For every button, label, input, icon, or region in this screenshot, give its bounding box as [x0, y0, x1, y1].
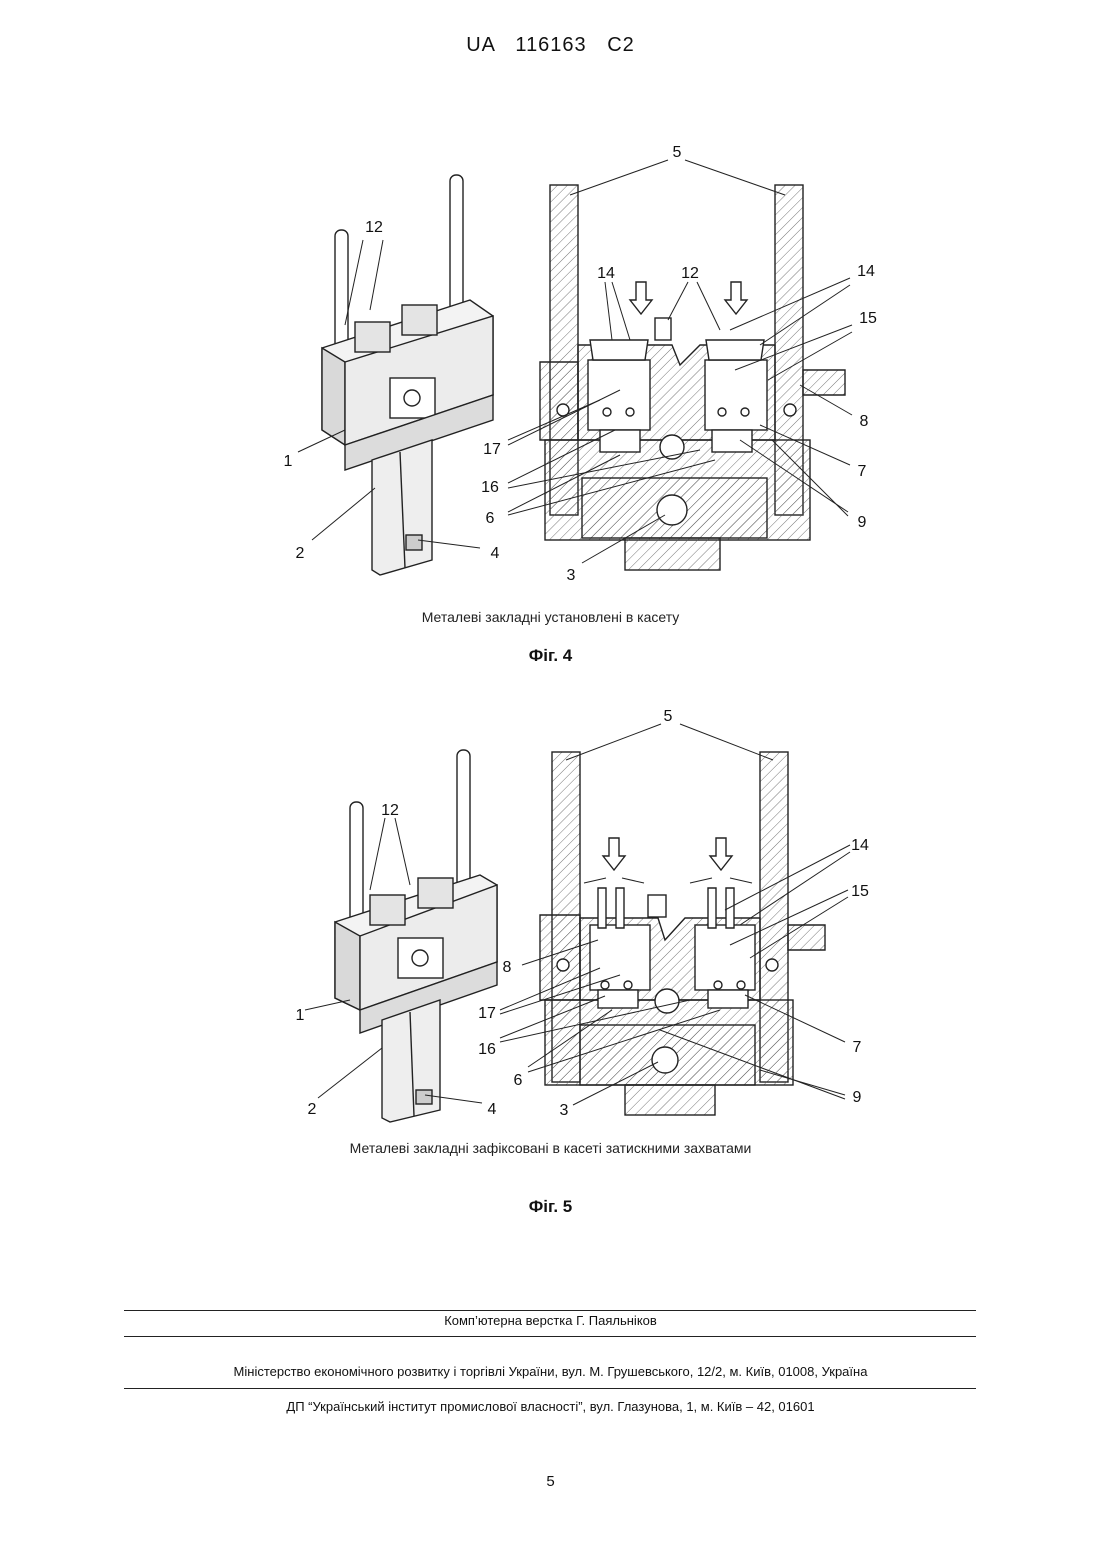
fig4-label-4: 4	[491, 545, 500, 562]
figure-5-title: Фіг. 5	[0, 1197, 1101, 1217]
fig5-label-9: 9	[853, 1089, 862, 1106]
fig4-label-15: 15	[859, 310, 877, 327]
fig5-label-16: 16	[478, 1041, 496, 1058]
fig5-label-14: 14	[851, 837, 869, 854]
fig5-cross-section	[540, 752, 825, 1115]
fig4-label-5: 5	[673, 144, 682, 161]
figure-4-drawing: 12 1 2 4 5 14 12 14 15 8 17 7 16 6 9 3	[0, 0, 1101, 700]
fig4-label-12-left: 12	[365, 219, 383, 236]
ministry-address: Міністерство економічного розвитку і тор…	[0, 1364, 1101, 1379]
typesetting-credit: Комп’ютерна верстка Г. Паяльніков	[0, 1313, 1101, 1328]
figure-5-caption: Металеві закладні зафіксовані в касеті з…	[0, 1140, 1101, 1156]
figure-4: 12 1 2 4 5 14 12 14 15 8 17 7 16 6 9 3 М…	[0, 0, 1101, 700]
fig5-label-5: 5	[664, 708, 673, 725]
fig4-label-12: 12	[681, 265, 699, 282]
fig4-label-7: 7	[858, 463, 867, 480]
figure-5-drawing: 12 1 2 4 5 14 15 8 17 16 7 6 9 3	[0, 700, 1101, 1240]
fig5-label-2: 2	[308, 1101, 317, 1118]
fig4-perspective-view	[322, 175, 493, 575]
fig5-label-7: 7	[853, 1039, 862, 1056]
footer-rule-middle	[124, 1336, 976, 1337]
fig5-label-3: 3	[560, 1102, 569, 1119]
fig4-label-17: 17	[483, 441, 501, 458]
fig5-clamp-arrows	[584, 878, 752, 883]
fig5-label-6: 6	[514, 1072, 523, 1089]
fig4-label-3: 3	[567, 567, 576, 584]
fig5-label-15: 15	[851, 883, 869, 900]
footer-rule-top	[124, 1310, 976, 1311]
fig4-label-6: 6	[486, 510, 495, 527]
fig4-label-2: 2	[296, 545, 305, 562]
fig4-label-8: 8	[860, 413, 869, 430]
fig5-label-12: 12	[381, 802, 399, 819]
fig5-label-17: 17	[478, 1005, 496, 1022]
institute-address: ДП “Український інститут промислової вла…	[0, 1399, 1101, 1414]
fig4-cross-section	[540, 185, 845, 570]
figure-4-title: Фіг. 4	[0, 646, 1101, 666]
fig4-label-1: 1	[284, 453, 293, 470]
figure-4-caption: Металеві закладні установлені в касету	[0, 609, 1101, 625]
page-number: 5	[0, 1473, 1101, 1490]
figure-5: 12 1 2 4 5 14 15 8 17 16 7 6 9 3 Металев…	[0, 700, 1101, 1240]
fig5-label-8: 8	[503, 959, 512, 976]
fig5-label-4: 4	[488, 1101, 497, 1118]
fig4-label-16: 16	[481, 479, 499, 496]
fig4-push-arrows	[630, 282, 747, 314]
fig4-label-14-left: 14	[597, 265, 615, 282]
footer-rule-bottom	[124, 1388, 976, 1389]
fig5-push-arrows	[603, 838, 732, 870]
fig5-label-1: 1	[296, 1007, 305, 1024]
fig4-label-14-right: 14	[857, 263, 875, 280]
fig4-label-9: 9	[858, 514, 867, 531]
